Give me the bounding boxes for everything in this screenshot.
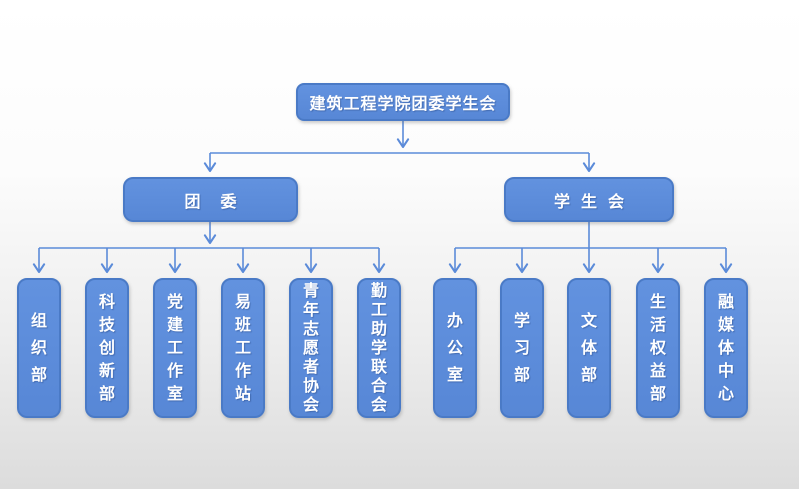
org-node-dept-label: 文体部 [580, 311, 597, 384]
org-node-dept-label: 科技创新部 [98, 292, 115, 403]
org-node-root-label: 建筑工程学院团委学生会 [309, 94, 497, 113]
org-node-youth-league: 团委 [123, 177, 298, 222]
org-node-dept-label: 青年志愿者协会 [302, 281, 319, 414]
org-node-student-union: 学生会 [504, 177, 674, 222]
org-node-dept-label: 融媒体中心 [717, 292, 734, 403]
org-node-dept: 组织部 [17, 278, 61, 418]
org-node-dept: 青年志愿者协会 [289, 278, 333, 418]
org-node-dept-label: 党建工作室 [166, 292, 183, 403]
org-node-dept: 融媒体中心 [704, 278, 748, 418]
org-node-dept: 科技创新部 [85, 278, 129, 418]
org-node-dept: 生活权益部 [636, 278, 680, 418]
org-node-dept-label: 勤工助学联合会 [370, 281, 387, 414]
org-node-dept-label: 学习部 [513, 311, 530, 384]
org-node-dept: 文体部 [567, 278, 611, 418]
org-node-dept-label: 生活权益部 [649, 292, 666, 403]
org-node-dept-label: 组织部 [30, 311, 47, 384]
org-node-youth-league-label: 团委 [184, 191, 257, 211]
org-node-student-union-label: 学生会 [553, 191, 635, 211]
org-node-root: 建筑工程学院团委学生会 [296, 83, 510, 121]
org-node-dept: 易班工作站 [221, 278, 265, 418]
org-node-dept-label: 易班工作站 [234, 292, 251, 403]
org-node-dept-label: 办公室 [446, 311, 463, 384]
org-node-dept: 勤工助学联合会 [357, 278, 401, 418]
org-node-dept: 办公室 [433, 278, 477, 418]
org-node-dept: 学习部 [500, 278, 544, 418]
org-node-dept: 党建工作室 [153, 278, 197, 418]
